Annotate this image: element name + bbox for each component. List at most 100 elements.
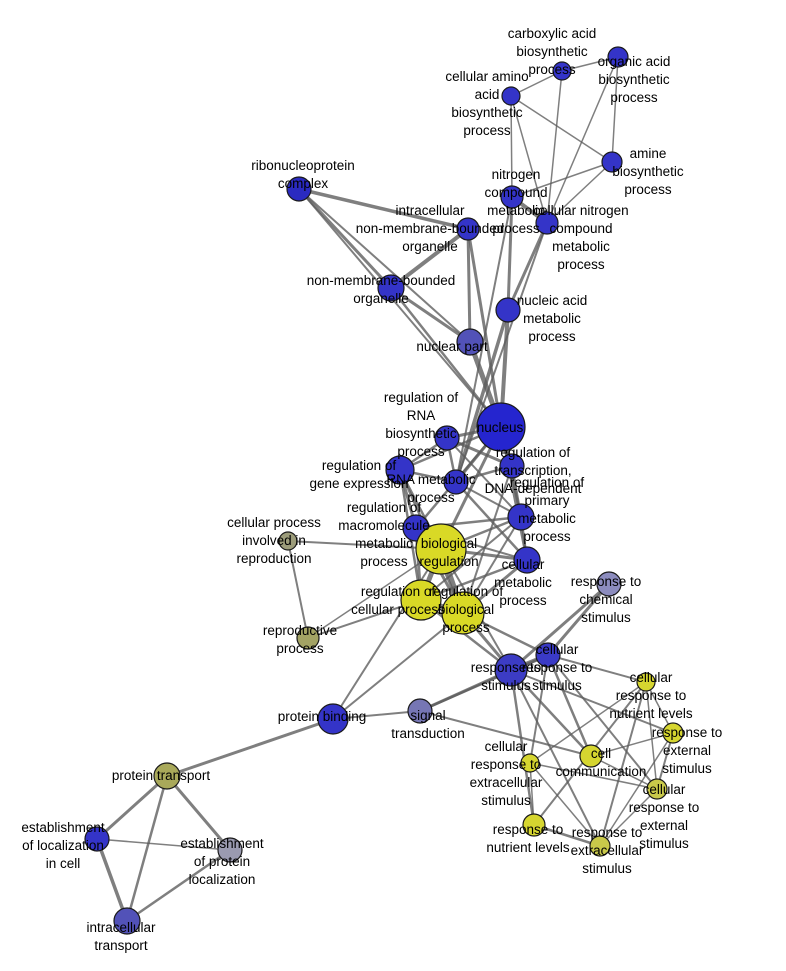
edge-cellular-response-to-stimulus--cellular-response-to-external-stimulus	[547, 654, 658, 790]
edge-nucleic-acid-metabolic-process--rna-metabolic-process	[454, 308, 510, 484]
edge-organic-acid-biosynthetic-process--cellular-nitrogen-compound-metabolic-process	[546, 56, 619, 224]
node-establishment-of-localization-in-cell[interactable]	[84, 826, 110, 852]
node-rna-metabolic-process[interactable]	[443, 469, 469, 495]
node-regulation-of-biological-process[interactable]	[441, 591, 485, 635]
node-nucleus[interactable]	[476, 402, 526, 452]
node-response-to-extracellular-stimulus[interactable]	[589, 835, 611, 857]
edge-organic-acid-biosynthetic-process--amine-biosynthetic-process	[611, 56, 619, 163]
edge-cellular-response-to-nutrient-levels--cellular-response-to-extracellular-stimulus	[529, 681, 647, 764]
edge-cellular-response-to-stimulus--cell-communication	[546, 653, 593, 758]
edge-cellular-amino-acid-biosynthetic-process--cellular-nitrogen-compound-metabolic-process	[510, 95, 548, 224]
edge-cellular-process-involved-in-reproduction--reproductive-process	[287, 540, 309, 639]
edge-response-to-stimulus--response-to-chemical-stimulus	[509, 582, 611, 672]
node-reproductive-process[interactable]	[296, 626, 320, 650]
node-response-to-external-stimulus[interactable]	[662, 722, 684, 744]
node-signal-transduction[interactable]	[407, 698, 433, 724]
edge-ribonucleoprotein-complex--nucleus	[298, 188, 502, 428]
edge-cellular-response-to-stimulus--signal-transduction	[418, 653, 550, 713]
node-intracellular-non-membrane-bounded-organelle[interactable]	[456, 217, 480, 241]
edge-response-to-extracellular-stimulus--cellular-response-to-external-stimulus	[599, 788, 658, 847]
edge-response-to-stimulus--response-to-extracellular-stimulus	[510, 669, 601, 847]
node-organic-acid-biosynthetic-process[interactable]	[607, 46, 629, 68]
node-ribonucleoprotein-complex[interactable]	[286, 176, 312, 202]
edge-cell-communication--cellular-response-to-external-stimulus	[590, 755, 658, 790]
node-response-to-stimulus[interactable]	[494, 653, 528, 687]
node-nucleic-acid-metabolic-process[interactable]	[495, 297, 521, 323]
edge-response-to-stimulus--response-to-external-stimulus	[510, 669, 674, 734]
edge-response-to-external-stimulus--cell-communication	[590, 732, 674, 757]
edge-intracellular-non-membrane-bounded-organelle--nucleus	[466, 227, 503, 429]
node-amine-biosynthetic-process[interactable]	[601, 151, 623, 173]
edge-establishment-of-localization-in-cell--intracellular-transport	[95, 837, 129, 923]
edge-protein-transport--intracellular-transport	[125, 774, 169, 923]
edge-response-to-external-stimulus--response-to-extracellular-stimulus	[599, 732, 674, 847]
edge-cellular-response-to-stimulus--cellular-response-to-extracellular-stimulus	[529, 654, 549, 764]
edge-non-membrane-bounded-organelle--nucleus	[389, 286, 503, 429]
node-response-to-nutrient-levels[interactable]	[522, 813, 546, 837]
edge-amine-biosynthetic-process--nitrogen-compound-metabolic-process	[511, 161, 613, 198]
edge-protein-binding--protein-transport	[165, 717, 335, 778]
node-protein-transport[interactable]	[153, 762, 181, 790]
node-protein-binding[interactable]	[317, 703, 349, 735]
node-nuclear-part[interactable]	[456, 328, 484, 356]
edge-regulation-of-transcription-dna-dependent--regulation-of-biological-process	[462, 465, 513, 614]
edge-establishment-of-protein-localization--intracellular-transport	[125, 848, 232, 923]
edge-non-membrane-bounded-organelle--nuclear-part	[389, 286, 472, 344]
edge-cellular-amino-acid-biosynthetic-process--nitrogen-compound-metabolic-process	[510, 95, 513, 198]
edge-protein-binding--regulation-of-biological-process	[332, 612, 464, 720]
node-cell-communication[interactable]	[579, 744, 603, 768]
node-regulation-of-rna-biosynthetic-process[interactable]	[434, 425, 460, 451]
node-regulation-of-cellular-process[interactable]	[400, 579, 442, 621]
edge-signal-transduction--cell-communication	[419, 710, 592, 757]
node-regulation-of-transcription-dna-dependent[interactable]	[499, 453, 525, 479]
nodes-layer	[84, 46, 684, 935]
node-regulation-of-gene-expression[interactable]	[385, 455, 415, 485]
edge-cellular-nitrogen-compound-metabolic-process--nucleic-acid-metabolic-process	[506, 221, 549, 312]
node-non-membrane-bounded-organelle[interactable]	[377, 274, 405, 302]
node-cellular-response-to-external-stimulus[interactable]	[646, 778, 668, 800]
edge-protein-transport--establishment-of-protein-localization	[165, 774, 232, 852]
node-intracellular-transport[interactable]	[113, 907, 141, 935]
node-cellular-amino-acid-biosynthetic-process[interactable]	[501, 86, 521, 106]
node-establishment-of-protein-localization[interactable]	[217, 837, 243, 863]
edge-regulation-of-rna-biosynthetic-process--regulation-of-primary-metabolic-process	[446, 437, 522, 518]
node-regulation-of-primary-metabolic-process[interactable]	[507, 503, 535, 531]
edge-intracellular-non-membrane-bounded-organelle--nuclear-part	[466, 227, 472, 344]
node-cellular-response-to-nutrient-levels[interactable]	[636, 672, 656, 692]
edge-reproductive-process--biological-regulation	[307, 548, 442, 639]
node-cellular-metabolic-process[interactable]	[513, 546, 541, 574]
edge-response-to-stimulus--response-to-nutrient-levels	[509, 668, 536, 827]
edge-ribonucleoprotein-complex--nuclear-part	[298, 188, 471, 343]
node-nitrogen-compound-metabolic-process[interactable]	[500, 185, 524, 209]
edge-establishment-of-localization-in-cell--establishment-of-protein-localization	[96, 838, 231, 851]
edge-cellular-response-to-stimulus--cellular-response-to-nutrient-levels	[547, 654, 647, 683]
node-cellular-response-to-extracellular-stimulus[interactable]	[520, 753, 540, 773]
edge-cellular-response-to-extracellular-stimulus--cellular-response-to-external-stimulus	[529, 762, 658, 790]
edge-cellular-response-to-extracellular-stimulus--response-to-extracellular-stimulus	[529, 762, 601, 847]
node-biological-regulation[interactable]	[415, 523, 467, 575]
edge-protein-transport--establishment-of-localization-in-cell	[95, 774, 169, 841]
edge-cellular-response-to-stimulus--response-to-chemical-stimulus	[546, 582, 611, 657]
node-carboxylic-acid-biosynthetic-process[interactable]	[552, 61, 572, 81]
edge-cellular-response-to-nutrient-levels--cellular-response-to-external-stimulus	[645, 681, 658, 790]
edges-layer	[95, 56, 674, 923]
node-cellular-process-involved-in-reproduction[interactable]	[278, 531, 298, 551]
edge-ribonucleoprotein-complex--intracellular-non-membrane-bounded-organelle	[297, 187, 470, 231]
node-cellular-response-to-stimulus[interactable]	[535, 642, 561, 668]
edge-response-to-stimulus--cell-communication	[509, 668, 593, 758]
edge-cellular-amino-acid-biosynthetic-process--amine-biosynthetic-process	[510, 95, 613, 163]
edge-intracellular-non-membrane-bounded-organelle--non-membrane-bounded-organelle	[389, 227, 470, 290]
edge-nitrogen-compound-metabolic-process--nucleic-acid-metabolic-process	[506, 195, 514, 312]
edge-regulation-of-primary-metabolic-process--regulation-of-cellular-process	[420, 516, 522, 601]
edge-ribonucleoprotein-complex--non-membrane-bounded-organelle	[297, 187, 393, 290]
edge-protein-binding--biological-regulation	[332, 548, 442, 720]
edge-cellular-response-to-nutrient-levels--response-to-extracellular-stimulus	[599, 681, 647, 847]
node-response-to-chemical-stimulus[interactable]	[596, 571, 622, 597]
node-cellular-nitrogen-compound-metabolic-process[interactable]	[535, 211, 559, 235]
